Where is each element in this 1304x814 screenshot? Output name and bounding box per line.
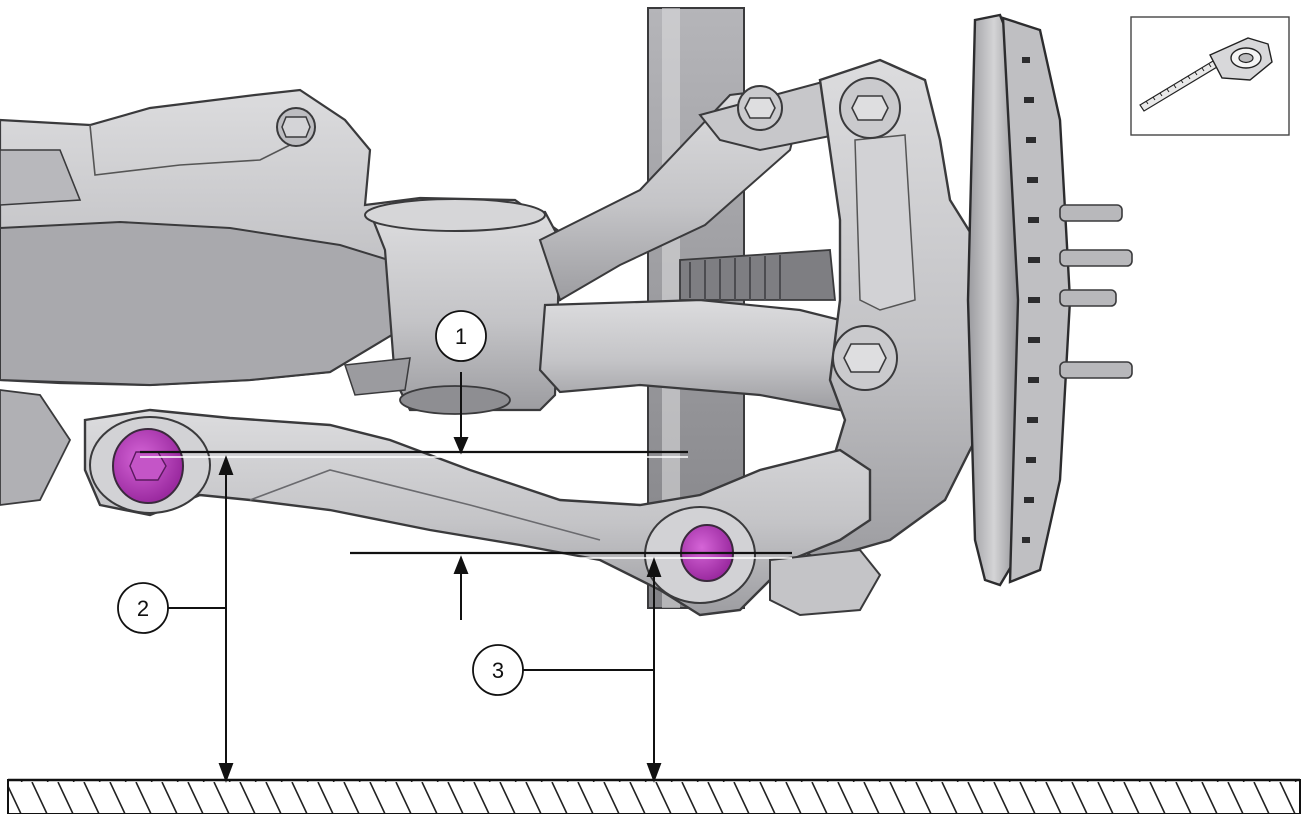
callout-2: 2 [118, 583, 168, 633]
callout-3-label: 3 [492, 658, 504, 683]
inner-bolt-highlight [113, 429, 183, 503]
subframe-bolt [277, 108, 315, 146]
ground-surface [8, 780, 1300, 814]
callout-1-label: 1 [455, 324, 467, 349]
brake-disc [968, 15, 1070, 585]
callout-3: 3 [473, 645, 523, 695]
dimension-3-arrows [522, 560, 660, 780]
callout-2-label: 2 [137, 596, 149, 621]
wheel-studs [1060, 205, 1132, 378]
lower-control-arm [85, 410, 870, 615]
callout-1: 1 [436, 311, 486, 361]
toe-link [770, 550, 880, 615]
tool-inset [1131, 17, 1289, 135]
